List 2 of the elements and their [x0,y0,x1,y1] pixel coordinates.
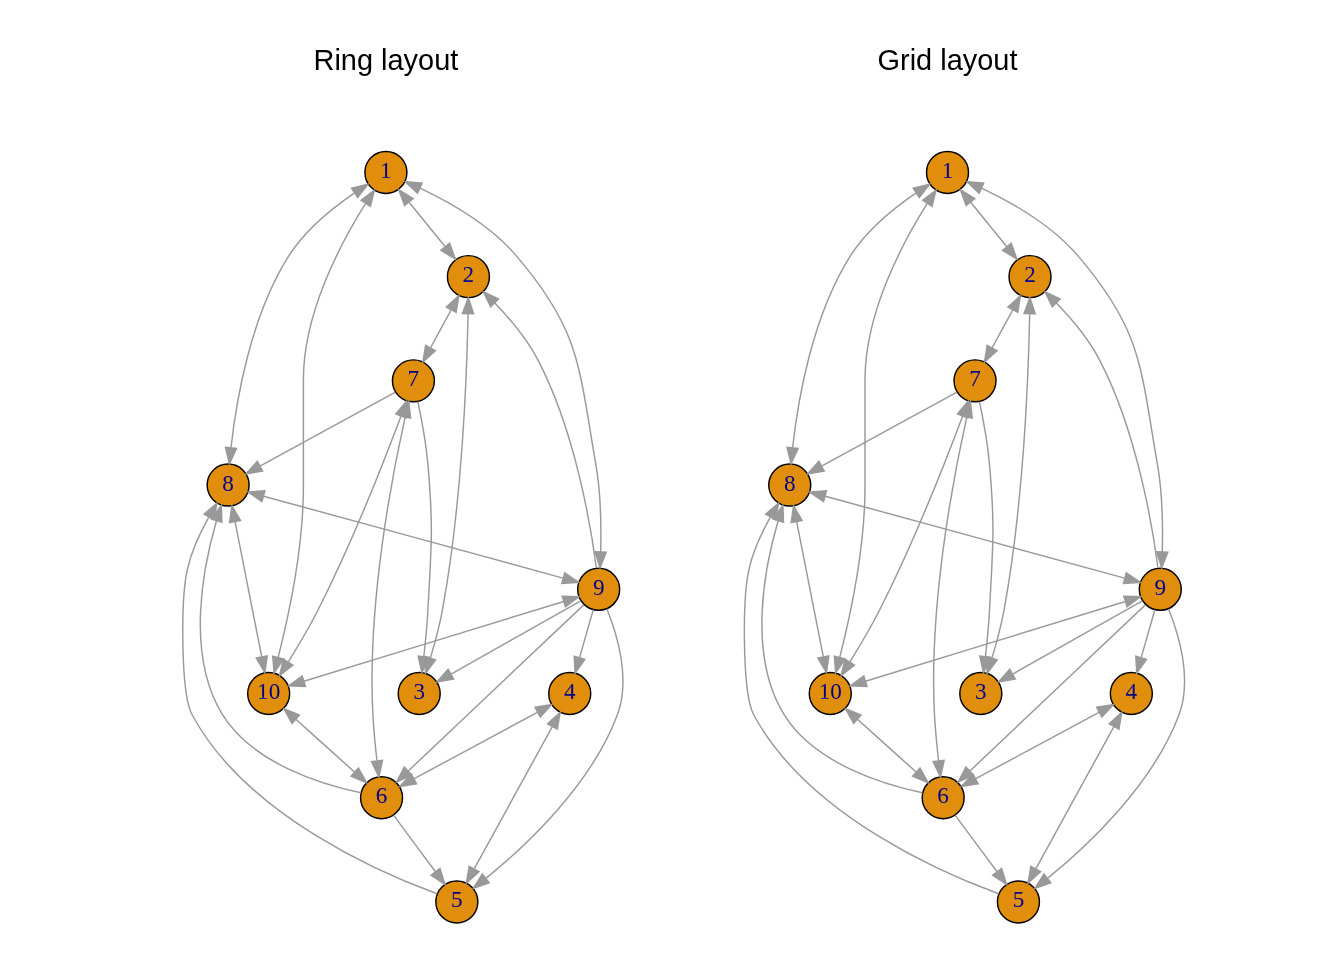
label: Grid layout [877,44,1017,77]
label: Ring layout [313,44,458,77]
